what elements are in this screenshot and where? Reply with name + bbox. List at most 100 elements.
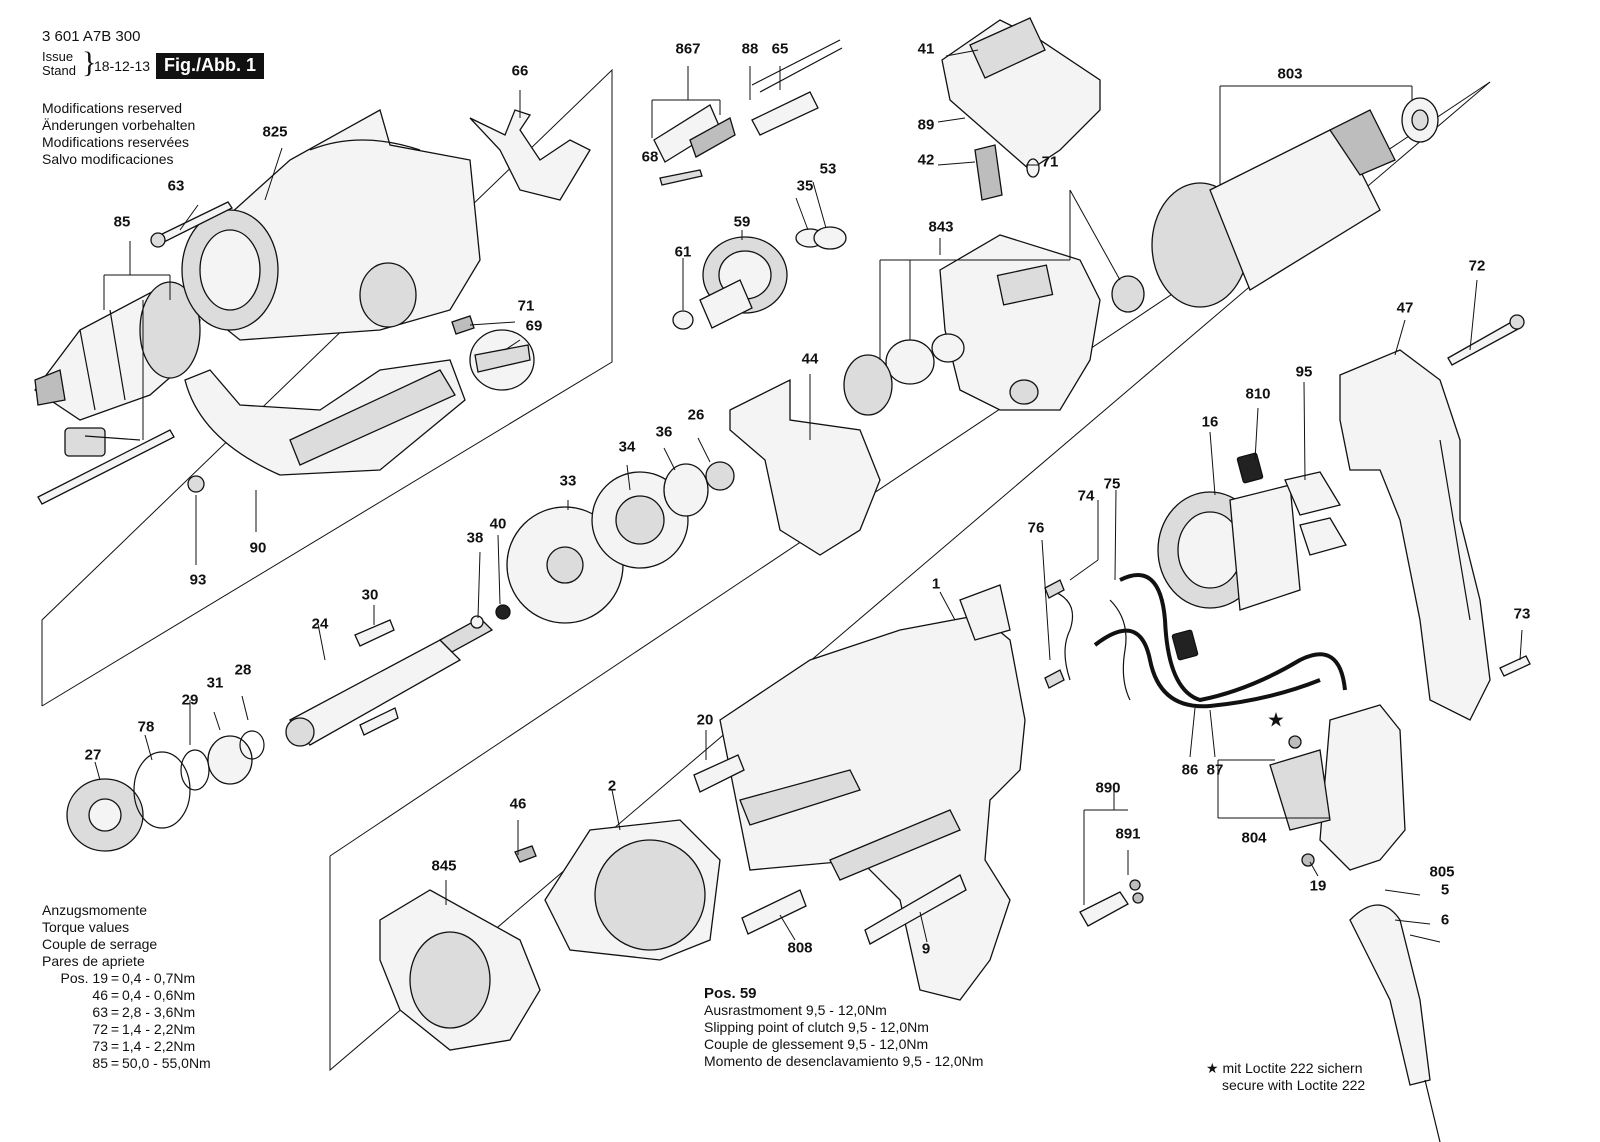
leader-lines xyxy=(94,49,1523,943)
torque-value: 2,8 - 3,6Nm xyxy=(122,1004,196,1020)
torque-row: 72=1,4 - 2,2Nm xyxy=(42,1021,232,1038)
torque-pos: 72 xyxy=(92,1021,108,1037)
part-label: 30 xyxy=(361,586,379,604)
brace-glyph: } xyxy=(82,46,97,79)
clutch-note: Pos. 59 Ausrastmoment 9,5 - 12,0Nm Slipp… xyxy=(704,985,983,1070)
bracket-890-891 xyxy=(1079,879,1144,927)
torque-row: 46=0,4 - 0,6Nm xyxy=(42,987,232,1004)
part-label: 93 xyxy=(189,571,207,589)
screw-73 xyxy=(1499,655,1531,677)
part-label: 53 xyxy=(819,160,837,178)
part-label: 66 xyxy=(511,62,529,80)
torque-value: 1,4 - 2,2Nm xyxy=(122,1038,196,1054)
part-label: 69 xyxy=(525,317,543,335)
clutch-note-line: Momento de desenclavamiento 9,5 - 12,0Nm xyxy=(704,1053,984,1069)
spindle-24 xyxy=(285,604,511,747)
part-label: 40 xyxy=(489,515,507,533)
torque-pos: Pos. 19 xyxy=(60,970,108,986)
part-label: 90 xyxy=(249,539,267,557)
part-label: 85 xyxy=(113,213,131,231)
part-label: 31 xyxy=(206,674,224,692)
loctite-note: ★ mit Loctite 222 sichern secure with Lo… xyxy=(1206,1060,1365,1094)
torque-pos: 73 xyxy=(92,1038,108,1054)
part-label: 810 xyxy=(1245,385,1271,403)
part-label: 28 xyxy=(234,661,252,679)
torque-heading: Torque values xyxy=(42,919,130,935)
part-label: 27 xyxy=(84,746,102,764)
part-label: 804 xyxy=(1241,829,1267,847)
gears-33-34 xyxy=(506,461,735,624)
torque-heading: Couple de serrage xyxy=(42,936,158,952)
part-label: 808 xyxy=(787,939,813,957)
modifications-line: Änderungen vorbehalten xyxy=(42,117,196,133)
part-label: 845 xyxy=(431,857,457,875)
gear-shaft-parts xyxy=(653,39,847,330)
labels-plates xyxy=(693,754,967,945)
clutch-note-line: Couple de glessement 9,5 - 12,0Nm xyxy=(704,1036,929,1052)
loctite-star-marker: ★ xyxy=(1267,709,1285,732)
part-label: 44 xyxy=(801,350,819,368)
figure-title: Fig./Abb. 1 xyxy=(156,53,264,79)
part-label: 61 xyxy=(674,243,692,261)
torque-value: 1,4 - 2,2Nm xyxy=(122,1021,196,1037)
brushes-95 xyxy=(1284,471,1347,556)
gear-housing-825 xyxy=(181,109,481,341)
part-label: 75 xyxy=(1103,475,1121,493)
part-label: 26 xyxy=(687,406,705,424)
terminals-74-76 xyxy=(1044,579,1131,701)
loctite-line-2: secure with Loctite 222 xyxy=(1222,1077,1366,1093)
clutch-note-line: Slipping point of clutch 9,5 - 12,0Nm xyxy=(704,1019,929,1035)
modifications-line: Salvo modificaciones xyxy=(42,151,174,167)
switch-fork-66 xyxy=(469,109,591,201)
torque-heading: Pares de apriete xyxy=(42,953,145,969)
part-label: 9 xyxy=(921,940,931,958)
modifications-note: Modifications reserved Änderungen vorbeh… xyxy=(42,100,195,168)
torque-row: 85=50,0 - 55,0Nm xyxy=(42,1055,232,1072)
part-label: 34 xyxy=(618,438,636,456)
issue-date: 18-12-13 xyxy=(94,58,151,74)
part-label: 891 xyxy=(1115,825,1141,843)
part-label: 65 xyxy=(771,40,789,58)
torque-eq: = xyxy=(110,1021,120,1037)
part-label: 825 xyxy=(262,123,288,141)
brush-holder-16 xyxy=(1157,452,1301,661)
part-label: 87 xyxy=(1206,761,1224,779)
part-label: 805 xyxy=(1429,863,1455,881)
screw-63 xyxy=(150,201,233,248)
armature-803 xyxy=(1151,97,1439,308)
issue-line-2: Stand xyxy=(42,63,76,78)
issue-label: Issue Stand xyxy=(42,50,76,78)
knob-69 xyxy=(451,315,535,391)
part-label: 86 xyxy=(1181,761,1199,779)
part-label: 33 xyxy=(559,472,577,490)
torque-eq: = xyxy=(110,1004,120,1020)
part-label: 68 xyxy=(641,148,659,166)
part-label: 890 xyxy=(1095,779,1121,797)
torque-eq: = xyxy=(110,987,120,1003)
torque-eq: = xyxy=(110,1038,120,1054)
torque-pos: 63 xyxy=(92,1004,108,1020)
part-label: 42 xyxy=(917,151,935,169)
torque-row: 73=1,4 - 2,2Nm xyxy=(42,1038,232,1055)
screw-72 xyxy=(1447,314,1525,366)
cables-86-87 xyxy=(1093,573,1347,709)
motor-housing-843 xyxy=(843,234,1145,416)
part-label: 20 xyxy=(696,711,714,729)
modifications-line: Modifications reservées xyxy=(42,134,190,150)
part-label: 88 xyxy=(741,40,759,58)
torque-value: 0,4 - 0,7Nm xyxy=(122,970,196,986)
part-label: 38 xyxy=(466,529,484,547)
part-label: 5 xyxy=(1440,881,1450,899)
part-label: 1 xyxy=(931,575,941,593)
part-label: 47 xyxy=(1396,299,1414,317)
part-label: 78 xyxy=(137,718,155,736)
part-label: 89 xyxy=(917,116,935,134)
bottom-cover-90 xyxy=(184,359,466,493)
part-label: 41 xyxy=(917,40,935,58)
issue-line-1: Issue xyxy=(42,49,74,64)
part-label: 16 xyxy=(1201,413,1219,431)
torque-row: Pos. 19=0,4 - 0,7Nm xyxy=(42,970,232,987)
modifications-line: Modifications reserved xyxy=(42,100,183,116)
part-label: 2 xyxy=(607,777,617,795)
